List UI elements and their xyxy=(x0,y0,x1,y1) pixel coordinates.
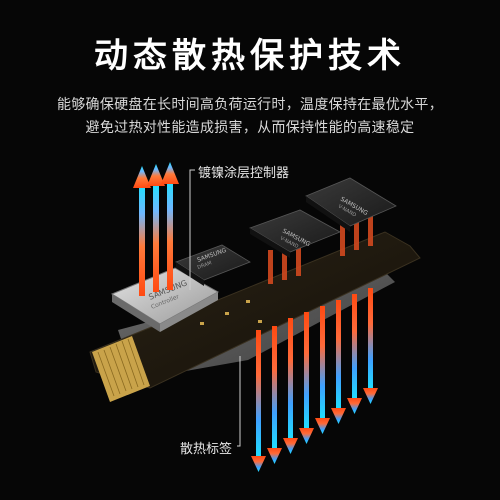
edge-connector xyxy=(92,336,150,402)
nand-chip-2: SAMSUNG V-NAND xyxy=(305,177,397,256)
heat-dissipation-arrows-up xyxy=(133,162,179,296)
heat-label-callout-line xyxy=(237,356,241,447)
controller-callout: 镀镍涂层控制器 xyxy=(198,166,290,181)
controller-callout-line xyxy=(189,169,195,290)
description-line-2: 避免过热对性能造成损害，从而保持性能的高速稳定 xyxy=(85,120,415,136)
heat-dissipation-arrows-down xyxy=(251,288,378,472)
heat-label-callout: 散热标签 xyxy=(180,442,233,457)
description-line-1: 能够确保硬盘在长时间高负荷运行时，温度保持在最优水平， xyxy=(56,97,444,113)
pcb-board xyxy=(89,231,421,389)
nand-chip-1: SAMSUNG V-NAND xyxy=(249,209,341,284)
dram-sub-marking: DRAM xyxy=(197,260,213,271)
page-title: 动态散热保护技术 xyxy=(94,36,406,76)
